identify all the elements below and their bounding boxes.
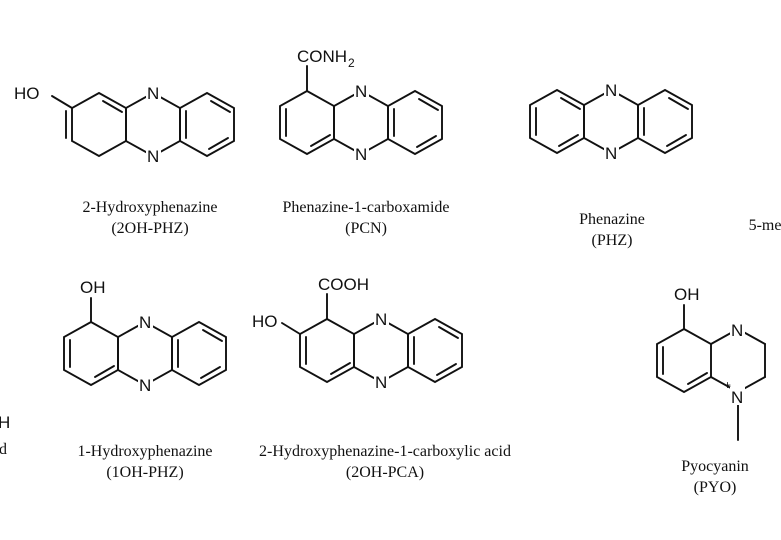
atom-label-n-top: N [375,310,387,329]
caption-name: 2-Hydroxyphenazine [82,199,218,216]
atom-label-subscript-2: 2 [348,56,355,70]
atom-label-charge: + [724,378,731,392]
atom-label-n-top: N [731,321,743,340]
atom-label-n-top: N [139,313,151,332]
caption-abbr: (PHZ) [591,232,633,249]
atom-label-cooh: COOH [318,275,369,294]
caption-name: 1-Hydroxyphenazine [77,443,213,460]
caption-abbr: (1OH-PHZ) [106,464,184,481]
atom-label-h: H [0,413,10,432]
caption-name-partial: d [0,441,7,458]
caption-name: 2-Hydroxyphenazine-1-carboxylic acid [259,443,511,460]
atom-label-oh: OH [674,285,700,304]
caption-name: Pyocyanin [681,458,749,475]
caption-name-partial: 5-me [748,217,781,234]
atom-label-oh: OH [80,278,106,297]
ring-right [179,91,235,158]
structure-phz: N N [529,80,693,163]
caption-abbr: (PYO) [693,479,737,496]
structure-2oh-pca: COOH HO N N [252,275,463,392]
atom-label-oh: HO [14,84,40,103]
structure-partial-left: H [0,413,10,432]
atom-label-n-bottom: N [731,388,743,407]
atom-label-n-top: N [147,84,159,103]
atom-label-n-bottom: N [147,147,159,166]
structure-pcn: CONH 2 N N [279,47,443,164]
atom-label-conh: CONH [297,47,347,66]
atom-label-n-top: N [605,81,617,100]
atom-label-n-bottom: N [139,376,151,395]
structure-2oh-phz: HO N N [14,83,235,166]
caption-name: Phenazine [579,211,645,228]
structure-pyo: OH N N + [656,285,766,441]
atom-label-ho: HO [252,312,278,331]
caption-abbr: (2OH-PCA) [345,464,425,481]
atom-label-n-top: N [355,82,367,101]
atom-label-n-bottom: N [605,144,617,163]
caption-name: Phenazine-1-carboxamide [282,199,450,216]
structure-1oh-phz: OH N N [63,278,227,395]
caption-abbr: (2OH-PHZ) [111,220,189,237]
caption-abbr: (PCN) [345,220,387,237]
atom-label-n-bottom: N [375,373,387,392]
atom-label-n-bottom: N [355,145,367,164]
ring-left [71,91,127,158]
